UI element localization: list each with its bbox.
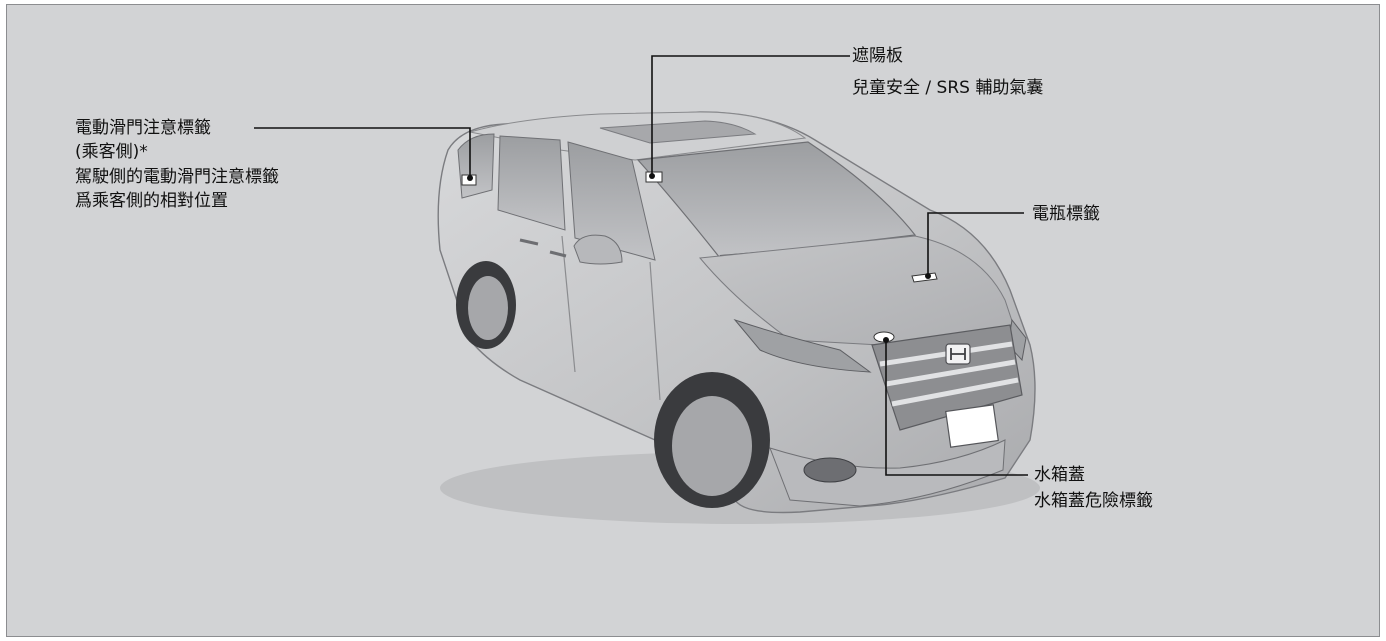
leader-radiator-dot: [883, 337, 889, 343]
battery-label: 電瓶標籤: [1032, 204, 1100, 224]
fog-light: [803, 457, 857, 483]
rear-wheel: [456, 261, 516, 349]
side-window-front: [567, 141, 656, 261]
side-window-rear: [497, 135, 566, 231]
sliding-door-label-side: (乘客側)*: [75, 142, 148, 162]
sliding-door-label-note-1: 駕駛側的電動滑門注意標籤: [75, 167, 279, 187]
sliding-door-label-title: 電動滑門注意標籤: [75, 118, 211, 138]
child-safety-srs-label: 兒童安全 / SRS 輔助氣囊: [852, 78, 1044, 98]
leader-sliding-door-dot: [467, 175, 473, 181]
sliding-door-seam: [561, 235, 661, 401]
leader-battery: [927, 212, 1024, 276]
leader-battery-dot: [925, 273, 931, 279]
leader-sun-visor: [651, 55, 850, 176]
door-handle: [519, 238, 567, 258]
sun-visor-label: 遮陽板: [852, 46, 903, 66]
rear-quarter-window: [457, 133, 495, 199]
leader-sun-visor-dot: [649, 173, 655, 179]
windshield: [636, 141, 917, 259]
leader-radiator: [885, 340, 1028, 476]
leader-lines: [254, 55, 1028, 476]
front-grille: [871, 324, 1023, 431]
sunroof: [599, 120, 757, 144]
license-plate: [945, 404, 999, 448]
headlight: [733, 318, 872, 373]
radiator-cap-label: 水箱蓋: [1034, 465, 1085, 485]
brand-badge-mark: [950, 348, 966, 360]
side-mirror: [573, 234, 623, 265]
leader-sliding-door: [254, 127, 471, 178]
sliding-door-label-note-2: 爲乘客側的相對位置: [75, 191, 228, 211]
minivan-illustration: [437, 111, 1036, 514]
radiator-cap-danger-label: 水箱蓋危險標籤: [1034, 491, 1153, 511]
front-wheel: [654, 372, 770, 508]
